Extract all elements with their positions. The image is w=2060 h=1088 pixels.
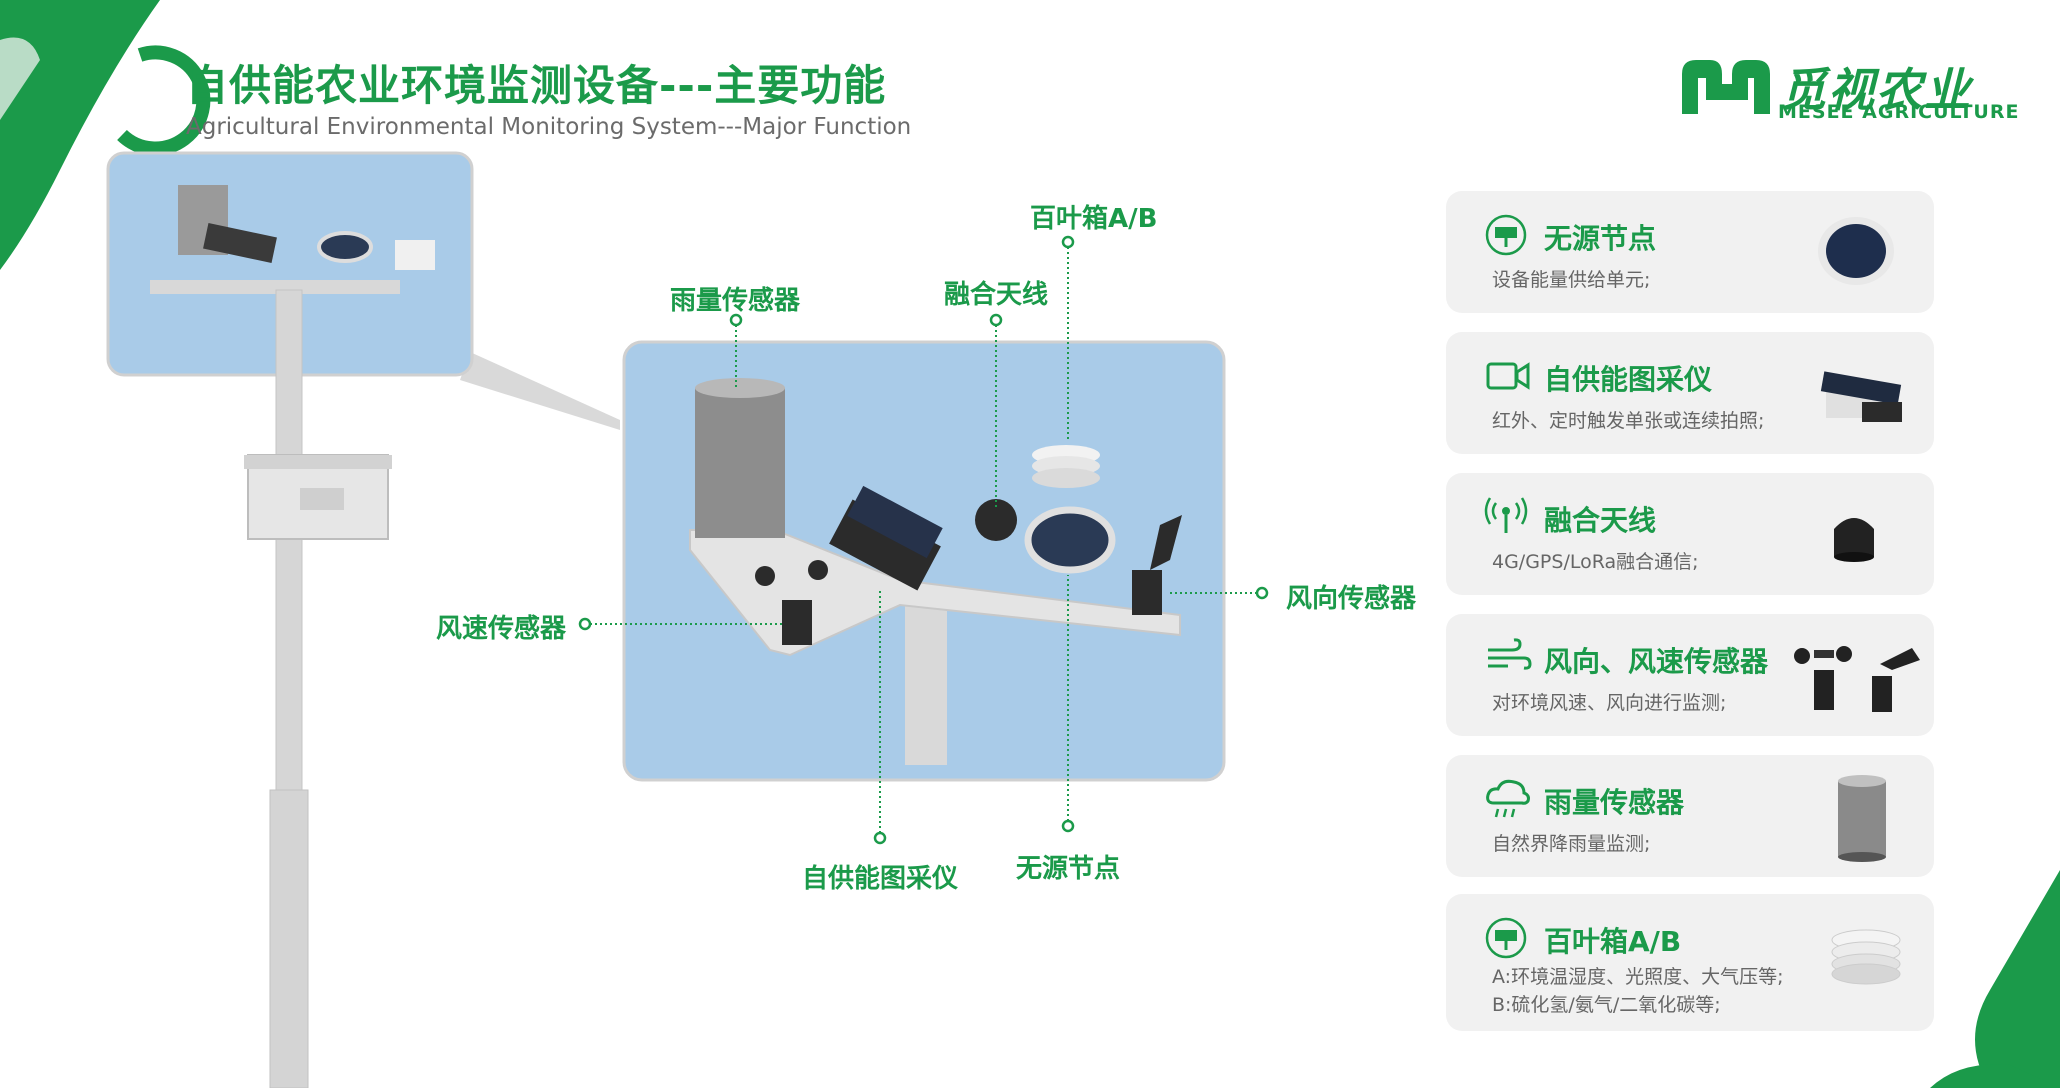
top-left-corner-shape [0,0,160,270]
feature-card-wind-sensors: 风向、风速传感器 对环境风速、风向进行监测; [1446,614,1934,736]
video-camera-icon [1486,362,1530,390]
feature-card-louver-box: 百叶箱A/B A:环境温湿度、光照度、大气压等; B:硫化氢/氨气/二氧化碳等; [1446,894,1934,1031]
antenna-image [1834,518,1874,562]
card-description-a: A:环境温湿度、光照度、大气压等; [1492,966,1784,988]
detail-crossbar [689,529,1181,657]
detail-antenna [975,499,1017,541]
callout-wind-direction: 风向传感器 [1286,584,1417,614]
louver-box-image [1831,929,1901,985]
card-description: 4G/GPS/LoRa融合通信; [1492,551,1699,573]
antenna-icon [1484,497,1528,533]
camera-image [1820,371,1902,422]
logo-name-cn: 觅视农业 [1780,63,1972,117]
bottom-right-corner-shape-2 [1930,1064,2060,1088]
detail-camera-solar [847,485,943,559]
solar-panel-icon [1485,917,1527,959]
passive-node-image [1818,217,1894,285]
pole-base [269,789,309,1088]
callout-passive-node: 无源节点 [1016,854,1121,884]
overview-louver-box [395,240,435,270]
feature-card-passive-node: 无源节点 设备能量供给单元; [1446,191,1934,313]
overview-crossbar [150,280,400,294]
top-left-corner-highlight [0,37,40,120]
mesee-logo-icon [1682,60,1770,114]
page-title: 自供能农业环境监测设备---主要功能 [186,61,887,110]
detail-anemometer-cup-2 [808,560,828,580]
page-subtitle: Agricultural Environmental Monitoring Sy… [186,114,912,140]
detail-camera [829,499,941,591]
leader-lines [585,242,1262,838]
callout-camera: 自供能图采仪 [802,864,959,894]
feature-card-fusion-antenna: 融合天线 4G/GPS/LoRa融合通信; [1446,473,1934,595]
detail-wind-direction-sensor [1132,570,1162,615]
detail-wind-vane [1150,515,1182,570]
solar-panel-icon [1485,214,1527,256]
card-title: 无源节点 [1544,222,1657,255]
zoom-connector [460,352,620,430]
card-description: 自然界降雨量监测; [1492,833,1651,855]
control-box-label [300,488,344,510]
detail-solar-node [1024,506,1116,574]
control-box-lid [244,455,392,469]
device-illustration [106,151,1269,1088]
title-arc-decoration [117,45,211,156]
wind-sensors-image [1794,646,1920,712]
card-title: 雨量传感器 [1544,786,1685,819]
rain-gauge-image [1838,775,1886,862]
callout-wind-speed: 风速传感器 [436,614,567,644]
rain-cloud-icon [1486,779,1530,818]
callout-rain-sensor: 雨量传感器 [670,286,801,316]
detail-anemometer-cup-1 [755,566,775,586]
wind-icon [1488,638,1532,670]
detail-louver-3 [1032,468,1100,488]
leader-dots [578,235,1269,845]
detail-wind-speed-sensor [782,600,812,645]
detail-rain-gauge-top [695,378,785,398]
logo-name-en: MESEE AGRICULTURE [1778,101,2020,123]
card-title: 自供能图采仪 [1544,363,1713,396]
card-description-b: B:硫化氢/氨气/二氧化碳等; [1492,994,1721,1016]
callout-fusion-antenna: 融合天线 [944,280,1049,310]
card-description: 设备能量供给单元; [1492,269,1651,291]
card-description: 对环境风速、风向进行监测; [1492,692,1727,714]
overview-solar-node [317,231,373,263]
bottom-right-corner-shape [1975,870,2060,1088]
card-title: 百叶箱A/B [1544,925,1682,958]
card-title: 风向、风速传感器 [1544,645,1769,678]
feature-card-camera: 自供能图采仪 红外、定时触发单张或连续拍照; [1446,332,1934,454]
callout-louver-box: 百叶箱A/B [1030,204,1158,234]
card-description: 红外、定时触发单张或连续拍照; [1492,410,1765,432]
detail-rain-gauge [695,388,785,538]
feature-card-rain-sensor: 雨量传感器 自然界降雨量监测; [1446,755,1934,877]
detail-pole [905,600,947,765]
overview-camera [203,223,277,263]
card-title: 融合天线 [1544,504,1657,537]
